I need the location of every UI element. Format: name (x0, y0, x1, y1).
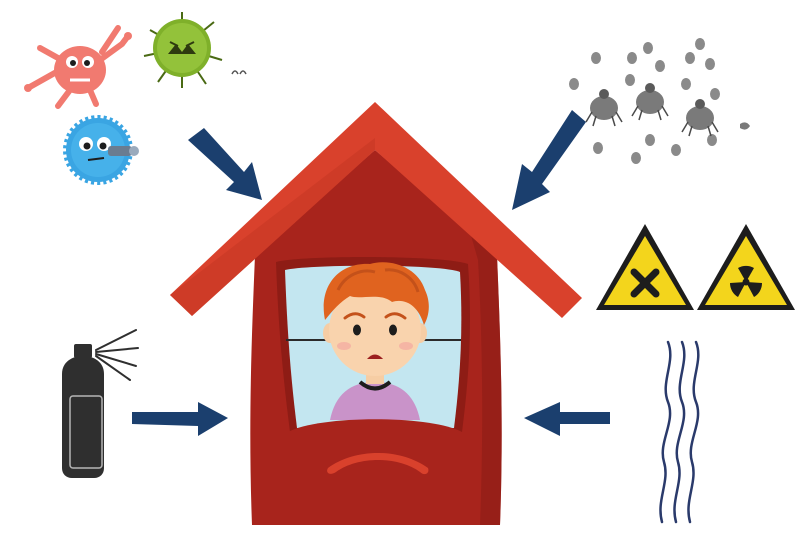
arrow-top-right (512, 110, 586, 210)
house-icon (170, 102, 582, 525)
pollution-arrows (132, 110, 610, 436)
arrow-left (132, 402, 228, 436)
roof-edge (170, 138, 375, 316)
harmful-hazard-icon (596, 224, 694, 310)
child-shirt (330, 382, 420, 420)
germ-green-icon (143, 12, 247, 88)
germ-pink-icon (24, 25, 132, 109)
smoke-fumes-icon (659, 340, 700, 524)
radiation-hazard-icon (697, 224, 795, 310)
child-face (329, 284, 421, 376)
arrow-right (524, 402, 610, 436)
window-sill (288, 419, 462, 450)
dust-mites-icon (569, 38, 750, 164)
house-shadow (470, 232, 502, 525)
mite (585, 89, 623, 127)
sad-child-icon (323, 262, 429, 420)
arrow-top-left (188, 128, 262, 200)
spray-can-icon (62, 329, 139, 478)
house-frown (327, 453, 429, 475)
mite (681, 99, 719, 137)
mite (631, 83, 669, 121)
germ-blue-icon (63, 115, 139, 185)
